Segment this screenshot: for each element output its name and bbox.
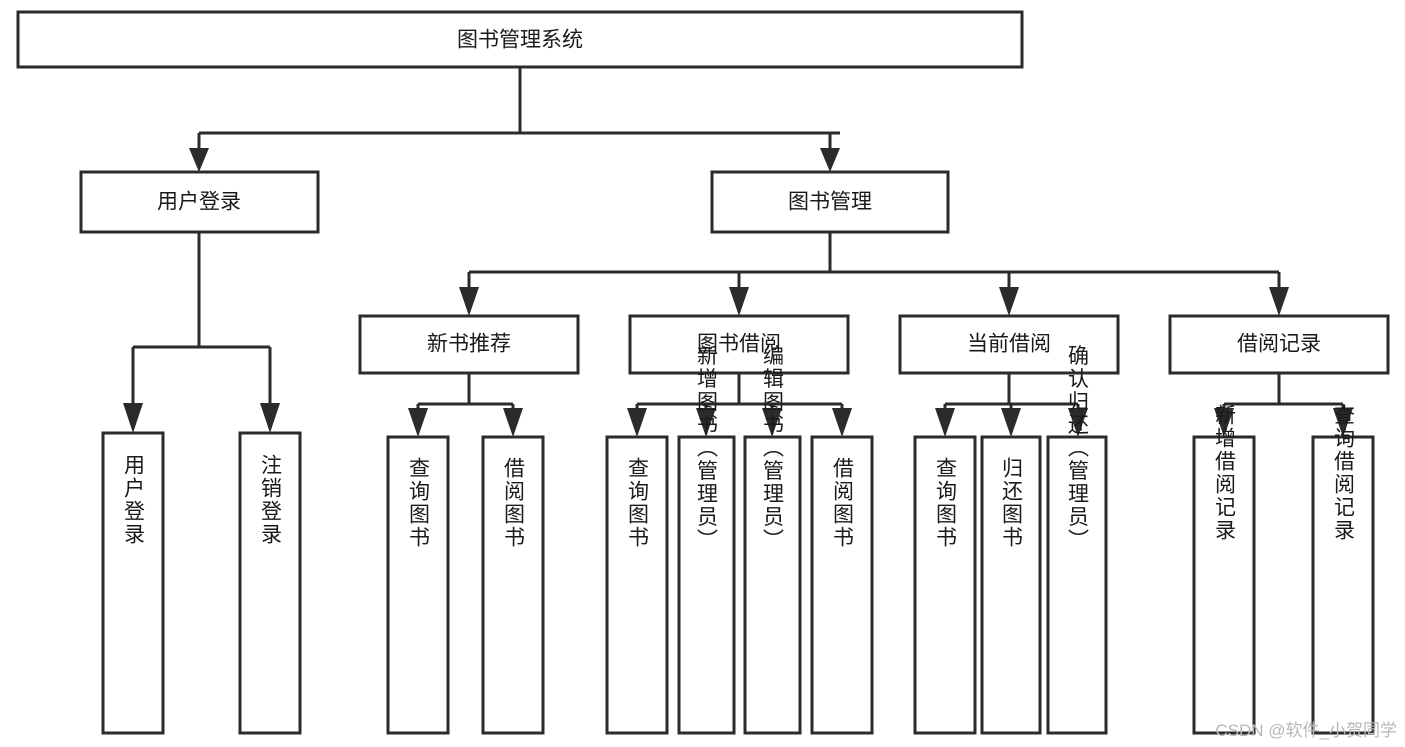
arrowhead-layer [123,148,1353,437]
node-leaf-logout-login[interactable]: 注销登录 [238,431,302,735]
node-leaf-user-login[interactable]: 用户登录 [101,431,165,735]
node-current-borrow-box[interactable] [898,314,1120,375]
node-leaf-borrow-book-2-box[interactable] [810,435,874,735]
node-borrow-record-box[interactable] [1168,314,1390,375]
arrow-icon-to-borrow-record [1269,287,1289,316]
arrow-icon-to-leaf-logout-login [260,403,280,433]
node-root[interactable]: 图书管理系统 [16,10,1024,69]
node-leaf-add-borrow-record-label: 新增借阅记录 [1213,404,1237,542]
node-book-management-box[interactable] [710,170,950,234]
node-leaf-add-book-box[interactable] [677,435,736,735]
node-current-borrow-label: 当前借阅 [967,333,1051,356]
node-leaf-borrow-book-1-box[interactable] [481,435,545,735]
node-leaf-query-book-2-box[interactable] [605,435,669,735]
arrow-icon-to-current-borrow [999,287,1019,316]
node-leaf-return-book[interactable]: 归还图书 [980,435,1042,735]
node-leaf-query-borrow-record[interactable]: 查询借阅记录 [1311,404,1375,735]
node-leaf-borrow-book-2[interactable]: 借阅图书 [810,435,874,735]
node-leaf-borrow-book-1-label: 借阅图书 [502,457,526,549]
node-leaf-borrow-book-2-label: 借阅图书 [831,457,855,549]
node-new-book-recommend[interactable]: 新书推荐 [358,314,580,375]
node-book-borrow[interactable]: 图书借阅 [628,314,850,375]
node-user-login[interactable]: 用户登录 [79,170,320,234]
arrow-icon-to-leaf-confirm-return [1068,408,1088,437]
node-leaf-query-book-1-label: 查询图书 [407,457,431,549]
node-leaf-return-book-label: 归还图书 [1000,457,1024,549]
node-leaf-confirm-return-label: 确认归还（管理员） [1066,345,1090,552]
arrow-icon-to-leaf-user-login [123,403,143,433]
arrow-icon-to-leaf-query-book-2 [627,408,647,437]
node-leaf-query-book-1-box[interactable] [386,435,450,735]
node-leaf-confirm-return[interactable]: 确认归还（管理员） [1046,345,1108,735]
node-root-box[interactable] [16,10,1024,69]
node-leaf-edit-book-box[interactable] [743,435,802,735]
arrow-icon-to-leaf-query-book-3 [935,408,955,437]
arrow-icon-to-book-borrow [729,287,749,316]
node-leaf-query-book-3[interactable]: 查询图书 [913,435,977,735]
node-leaf-logout-login-box[interactable] [238,431,302,735]
node-user-login-label: 用户登录 [157,191,241,214]
node-leaf-user-login-box[interactable] [101,431,165,735]
node-leaf-query-book-3-label: 查询图书 [934,457,958,549]
node-new-book-recommend-box[interactable] [358,314,580,375]
node-leaf-user-login-label: 用户登录 [122,454,146,546]
node-leaf-logout-login-label: 注销登录 [259,454,283,546]
node-leaf-query-borrow-record-box[interactable] [1311,435,1375,735]
arrow-icon-to-new-book-recommend [459,287,479,316]
arrow-icon-to-leaf-query-borrow-record [1333,408,1353,437]
node-borrow-record[interactable]: 借阅记录 [1168,314,1390,375]
node-leaf-add-book[interactable]: 新增图书（管理员） [677,345,736,735]
arrow-icon-to-leaf-add-borrow-record [1214,408,1234,437]
node-leaf-query-book-3-box[interactable] [913,435,977,735]
node-leaf-add-book-label: 新增图书（管理员） [695,345,719,552]
node-borrow-record-label: 借阅记录 [1237,333,1321,356]
node-leaf-borrow-book-1[interactable]: 借阅图书 [481,435,545,735]
node-current-borrow[interactable]: 当前借阅 [898,314,1120,375]
node-book-borrow-box[interactable] [628,314,850,375]
node-leaf-add-borrow-record-box[interactable] [1192,435,1256,735]
arrow-icon-to-leaf-query-book-1 [408,408,428,437]
arrow-icon-to-user-login [189,148,209,172]
node-leaf-edit-book[interactable]: 编辑图书（管理员） [743,345,802,735]
node-book-borrow-label: 图书借阅 [697,333,781,356]
node-book-management-label: 图书管理 [788,191,872,214]
arrow-icon-to-book-management [820,148,840,172]
node-leaf-query-borrow-record-label: 查询借阅记录 [1332,404,1356,542]
arrow-icon-to-leaf-borrow-book-2 [832,408,852,437]
node-leaf-return-book-box[interactable] [980,435,1042,735]
node-new-book-recommend-label: 新书推荐 [427,333,511,356]
node-leaf-query-book-1[interactable]: 查询图书 [386,435,450,735]
node-leaf-query-book-2-label: 查询图书 [626,457,650,549]
node-leaf-query-book-2[interactable]: 查询图书 [605,435,669,735]
node-user-login-box[interactable] [79,170,320,234]
arrow-icon-to-leaf-return-book [1001,408,1021,437]
node-book-management[interactable]: 图书管理 [710,170,950,234]
node-root-label: 图书管理系统 [457,29,583,52]
node-leaf-edit-book-label: 编辑图书（管理员） [761,345,785,552]
arrow-icon-to-leaf-add-book [696,408,716,437]
node-leaf-add-borrow-record[interactable]: 新增借阅记录 [1192,404,1256,735]
arrow-icon-to-leaf-borrow-book-1 [503,408,523,437]
node-leaf-confirm-return-box[interactable] [1046,435,1108,735]
csdn-watermark: CSDN @软件_小贺同学 [1215,721,1397,740]
arrow-icon-to-leaf-edit-book [762,408,782,437]
